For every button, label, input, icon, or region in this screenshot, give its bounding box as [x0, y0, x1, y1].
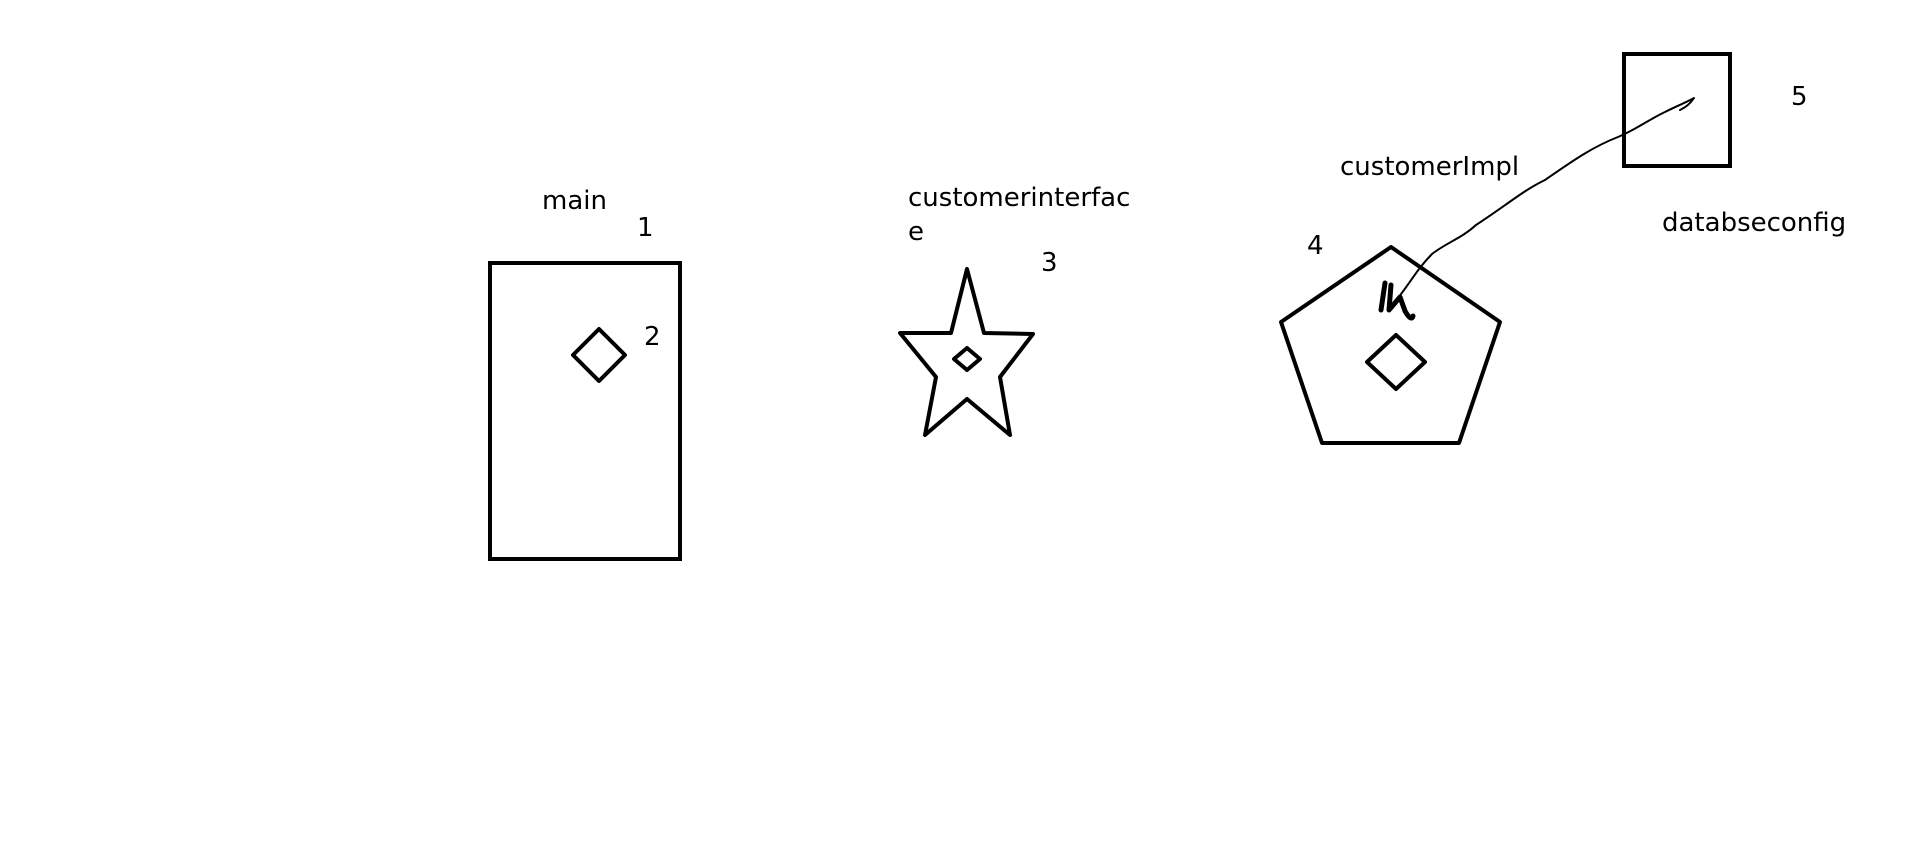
customerinterface-label-line-2: e: [908, 217, 924, 247]
connector-line: [1397, 97, 1695, 299]
main-diamond: [571, 327, 627, 383]
scribble-mark: [1378, 280, 1416, 321]
main-inner-number: 2: [644, 322, 661, 352]
customerimpl-pentagon: [1279, 245, 1502, 445]
customerimpl-diamond: [1365, 333, 1427, 391]
customerinterface-diamond: [952, 346, 982, 372]
databseconfig-square: [1622, 52, 1732, 168]
customerinterface-star: [898, 267, 1035, 437]
customerimpl-label: customerImpl: [1340, 152, 1520, 182]
customerimpl-number: 4: [1307, 231, 1324, 261]
main-label: main: [542, 186, 607, 216]
main-rectangle: [488, 261, 682, 561]
databseconfig-number: 5: [1791, 82, 1808, 112]
main-number: 1: [637, 213, 654, 243]
customerinterface-label-line-1: customerinterfac: [908, 183, 1131, 213]
databseconfig-label: databseconfig: [1662, 208, 1847, 238]
customerinterface-number: 3: [1041, 248, 1058, 278]
